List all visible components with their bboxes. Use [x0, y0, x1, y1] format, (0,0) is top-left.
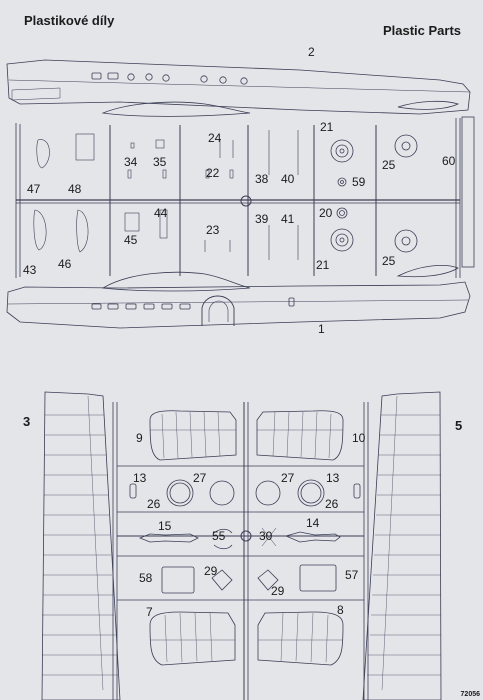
part-number: 26	[147, 497, 161, 511]
part-number: 57	[345, 568, 359, 582]
part-number: 26	[325, 497, 339, 511]
part-number: 58	[139, 571, 153, 585]
part-number: 25	[382, 254, 396, 268]
engine-rings	[166, 479, 325, 507]
part-number: 1	[318, 322, 325, 336]
part-number: 21	[320, 120, 334, 134]
part-number: 27	[193, 471, 207, 485]
part-number: 34	[124, 155, 138, 169]
part-number: 8	[337, 603, 344, 617]
elevator-10	[256, 410, 344, 461]
part-number: 9	[136, 431, 143, 445]
part-number: 25	[382, 158, 396, 172]
part-number: 20	[319, 206, 333, 220]
part-number: 14	[306, 516, 320, 530]
part-number: 15	[158, 519, 172, 533]
fuselage-half-bottom	[6, 281, 471, 329]
elevator-9	[149, 410, 237, 461]
title-czech: Plastikové díly	[24, 13, 115, 28]
part-number: 2	[308, 45, 315, 59]
part-number: 27	[281, 471, 295, 485]
part-number: 10	[352, 431, 366, 445]
part-number: 45	[124, 233, 138, 247]
part-number: 7	[146, 605, 153, 619]
wheels-upper	[330, 134, 418, 253]
tail-fin-right	[362, 391, 442, 700]
part-number: 40	[281, 172, 295, 186]
part-number: 59	[352, 175, 366, 189]
catalog-code: 72056	[460, 691, 480, 698]
part-number: 39	[255, 212, 269, 226]
part-number: 41	[281, 212, 295, 226]
part-number: 22	[206, 166, 220, 180]
part-number: 13	[326, 471, 340, 485]
part-number: 43	[23, 263, 37, 277]
title-english: Plastic Parts	[382, 23, 461, 38]
part-number: 30	[259, 529, 273, 543]
part-number: 24	[208, 131, 222, 145]
part-number: 35	[153, 155, 167, 169]
part-number: 48	[68, 182, 82, 196]
part-number: 29	[271, 584, 285, 598]
wing-root-upper	[101, 101, 251, 117]
fuselage-half-top	[6, 59, 471, 115]
part-number: 3	[23, 414, 31, 429]
part-number: 29	[204, 564, 218, 578]
wing-root-upper-2	[397, 100, 460, 110]
part-number: 21	[316, 258, 330, 272]
part-number: 47	[27, 182, 41, 196]
part-number: 46	[58, 257, 72, 271]
part-number: 55	[212, 529, 226, 543]
part-number: 23	[206, 223, 220, 237]
part-number: 38	[255, 172, 269, 186]
part-number: 5	[455, 418, 463, 433]
wing-root-lower	[101, 271, 251, 292]
aileron-7	[149, 611, 236, 666]
part-number: 13	[133, 471, 147, 485]
aileron-8	[257, 611, 344, 666]
tail-fin-left	[41, 391, 121, 700]
part-number: 44	[154, 206, 168, 220]
part-number: 60	[442, 154, 456, 168]
